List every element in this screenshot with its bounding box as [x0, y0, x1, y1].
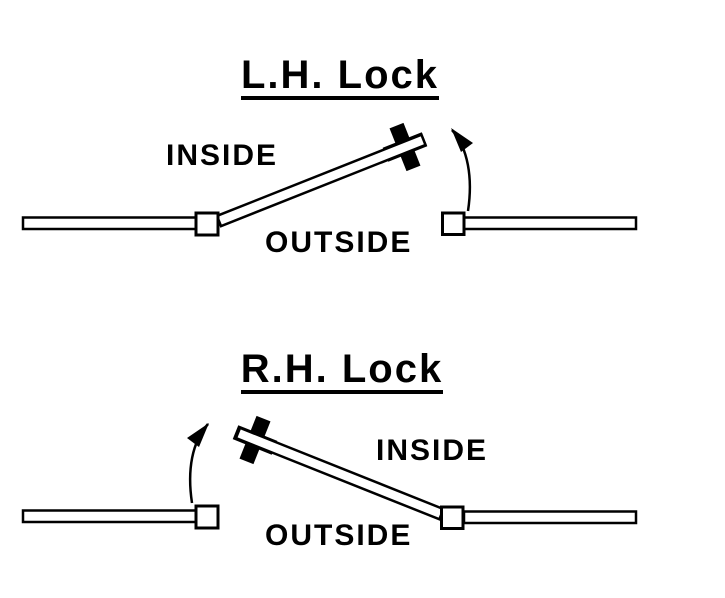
wall-left: [21, 509, 198, 524]
swing-arrow-icon: [187, 423, 209, 504]
rh-lock-title-text: R.H. Lock: [240, 349, 444, 394]
rh-lock-title: R.H. Lock: [182, 349, 502, 394]
wall-left: [21, 216, 198, 231]
swing-arrow-icon: [451, 128, 473, 212]
rh-diagram: [21, 415, 638, 530]
rh-outside-label: OUTSIDE: [265, 519, 413, 552]
strike-jamb-post: [441, 211, 466, 236]
wall-right: [462, 510, 638, 525]
strike-jamb-post: [194, 504, 220, 530]
arrowhead-icon: [187, 423, 209, 447]
lh-diagram: [21, 122, 638, 237]
lh-lock-title-text: L.H. Lock: [240, 55, 440, 100]
arrowhead-icon: [451, 128, 473, 152]
hinge-jamb-post: [440, 505, 465, 530]
lh-inside-label: INSIDE: [166, 139, 279, 172]
wall-right: [462, 216, 638, 231]
rh-inside-label: INSIDE: [376, 434, 489, 467]
lh-outside-label: OUTSIDE: [265, 226, 413, 259]
lh-lock-title: L.H. Lock: [180, 55, 500, 100]
hinge-jamb-post: [194, 211, 220, 237]
